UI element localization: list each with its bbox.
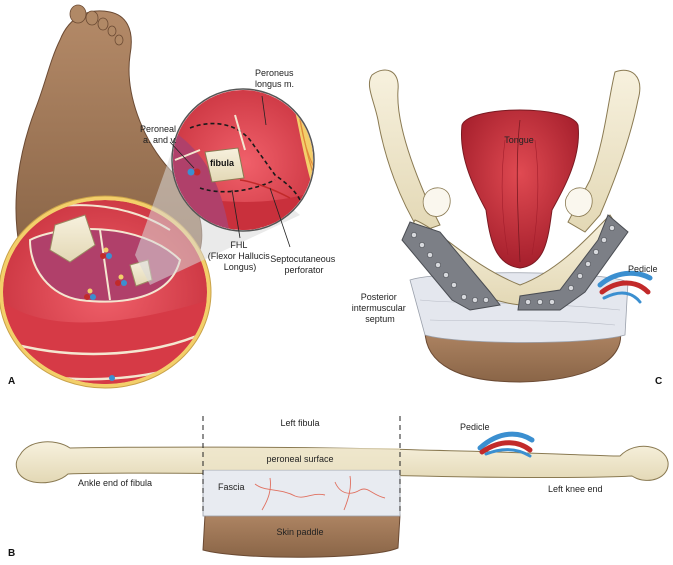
peroneus-label: Peroneus longus m. [255,68,296,89]
septum-label: Posterior intermuscular septum [352,292,409,324]
pedicle-label-b: Pedicle [460,422,490,432]
left-fibula-label: Left fibula [280,418,319,428]
peroneal-surface-label: peroneal surface [266,454,333,464]
fascia-layer [203,470,400,516]
fascia-label: Fascia [218,482,245,492]
panel-c: Tongue Pedicle Posterior intermuscular s… [352,70,663,387]
panel-label-c: C [655,376,662,387]
tongue-label: Tongue [504,135,534,145]
tooth-left [423,188,450,217]
panel-a: Peroneus longus m. Peroneal a. and v. fi… [0,5,338,390]
tooth-right [565,188,592,217]
tongue [461,110,578,268]
panel-label-a: A [8,376,15,387]
fibula-label: fibula [210,158,235,168]
pedicle-label-c: Pedicle [628,264,658,274]
peroneal-vessels-label: Peroneal a. and v. [140,124,179,145]
skin-paddle-label: Skin paddle [276,527,323,537]
ankle-end-label: Ankle end of fibula [78,478,152,488]
panel-label-b: B [8,548,15,559]
knee-end-label: Left knee end [548,484,603,494]
septocutaneous-perforator-label: Septocutaneous perforator [270,254,338,275]
panel-b: Left fibula Pedicle peroneal surface Fas… [8,416,668,559]
